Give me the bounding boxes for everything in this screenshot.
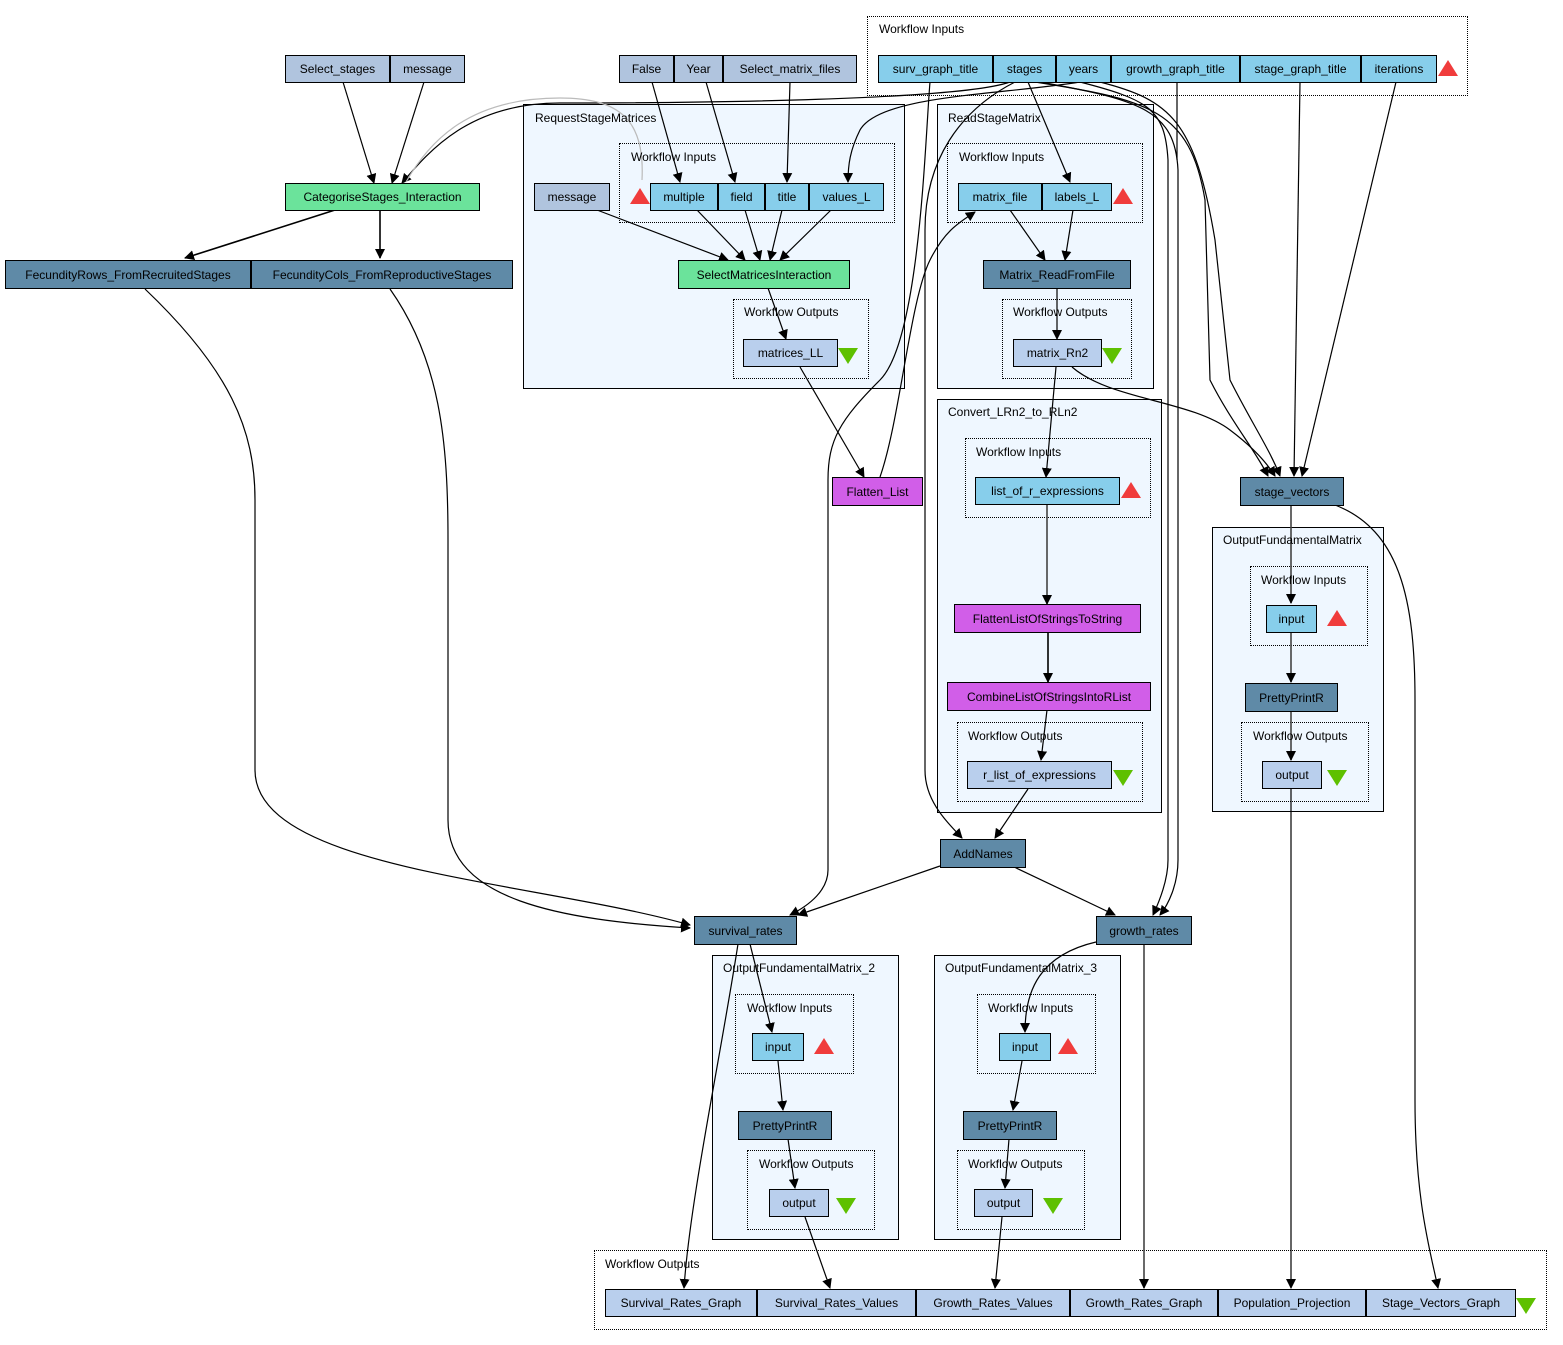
processor-select-matrices[interactable]: SelectMatricesInteraction (678, 260, 850, 289)
bottom-outputs-group (594, 1250, 1547, 1330)
cluster-ofm3-title: OutputFundamentalMatrix_3 (945, 961, 1098, 975)
input-growth-graph-title[interactable]: growth_graph_title (1111, 55, 1240, 83)
ofm3-processor-pretty-print[interactable]: PrettyPrintR (963, 1111, 1057, 1140)
rsmx-inputs-label: Workflow Inputs (959, 150, 1045, 164)
ofm2-output[interactable]: output (769, 1189, 829, 1217)
output-marker-icon (1327, 770, 1347, 786)
ofm2-inputs-label: Workflow Inputs (747, 1001, 833, 1015)
input-surv-graph-title[interactable]: surv_graph_title (878, 55, 993, 83)
cluster-ofm2-title: OutputFundamentalMatrix_2 (723, 961, 876, 975)
processor-fecundity-rows[interactable]: FecundityRows_FromRecruitedStages (5, 260, 251, 289)
output-marker-icon (836, 1198, 856, 1214)
input-iterations[interactable]: iterations (1361, 55, 1437, 83)
input-marker-icon (814, 1038, 834, 1054)
ofm2-outputs-label: Workflow Outputs (759, 1157, 854, 1171)
input-marker-icon (1121, 482, 1141, 498)
edge-select-stages-to-categorise (342, 81, 377, 184)
output-stage-vectors-graph[interactable]: Stage_Vectors_Graph (1366, 1289, 1516, 1317)
rsmx-outputs-label: Workflow Outputs (1013, 305, 1108, 319)
top-inputs-label: Workflow Inputs (879, 22, 965, 36)
input-stages[interactable]: stages (993, 55, 1056, 83)
processor-categorise-stages[interactable]: CategoriseStages_Interaction (285, 183, 480, 211)
output-marker-icon (1113, 770, 1133, 786)
processor-survival-rates[interactable]: survival_rates (694, 916, 797, 945)
input-marker-icon (1327, 610, 1347, 626)
cluster-ofm-title: OutputFundamentalMatrix (1223, 533, 1362, 547)
ofm-outputs-label: Workflow Outputs (1253, 729, 1348, 743)
ofm-output[interactable]: output (1262, 761, 1322, 789)
rsmx-input-matrix-file[interactable]: matrix_file (958, 183, 1042, 211)
rsm-outputs-label: Workflow Outputs (744, 305, 839, 319)
edge-addnames-to-survival (797, 865, 941, 917)
output-population-projection[interactable]: Population_Projection (1218, 1289, 1366, 1317)
ofm2-processor-pretty-print[interactable]: PrettyPrintR (738, 1111, 832, 1140)
input-marker-icon (1058, 1038, 1078, 1054)
edge-iterations-to-stagevectors (1299, 81, 1397, 477)
processor-matrix-read-from-file[interactable]: Matrix_ReadFromFile (983, 260, 1131, 289)
ofm3-output[interactable]: output (974, 1189, 1033, 1217)
rsm-input-title[interactable]: title (765, 183, 809, 211)
ofm2-input[interactable]: input (752, 1033, 804, 1061)
rsm-message[interactable]: message (534, 183, 610, 211)
rsm-input-field[interactable]: field (718, 183, 765, 211)
convert-input-list-of-r-expressions[interactable]: list_of_r_expressions (975, 477, 1120, 505)
ofm-inputs-label: Workflow Inputs (1261, 573, 1347, 587)
convert-output-r-list-of-expressions[interactable]: r_list_of_expressions (967, 761, 1112, 789)
output-marker-icon (838, 348, 858, 364)
cluster-read-stage-matrix-title: ReadStageMatrix (948, 111, 1041, 125)
processor-add-names[interactable]: AddNames (940, 839, 1026, 868)
input-marker-icon (1438, 60, 1458, 76)
edge-addnames-to-growth (1011, 865, 1116, 916)
output-survival-rates-values[interactable]: Survival_Rates_Values (757, 1289, 916, 1317)
const-year[interactable]: Year (674, 55, 723, 83)
const-message[interactable]: message (390, 55, 465, 83)
rsm-inputs-label: Workflow Inputs (631, 150, 717, 164)
output-survival-rates-graph[interactable]: Survival_Rates_Graph (605, 1289, 757, 1317)
bottom-outputs-label: Workflow Outputs (605, 1257, 700, 1271)
edge-message-to-categorise (389, 81, 425, 184)
input-years[interactable]: years (1056, 55, 1111, 83)
processor-combine-list-of-strings[interactable]: CombineListOfStringsIntoRList (947, 682, 1151, 711)
processor-fecundity-cols[interactable]: FecundityCols_FromReproductiveStages (251, 260, 513, 289)
convert-inputs-label: Workflow Inputs (976, 445, 1062, 459)
ofm3-outputs-group (957, 1150, 1085, 1230)
output-marker-icon (1102, 348, 1122, 364)
processor-growth-rates[interactable]: growth_rates (1096, 916, 1192, 945)
rsm-input-multiple[interactable]: multiple (650, 183, 718, 211)
input-marker-icon (630, 188, 650, 204)
ofm3-outputs-label: Workflow Outputs (968, 1157, 1063, 1171)
rsm-input-values-l[interactable]: values_L (809, 183, 884, 211)
ofm3-input[interactable]: input (999, 1033, 1051, 1061)
output-marker-icon (1516, 1298, 1536, 1314)
output-growth-rates-graph[interactable]: Growth_Rates_Graph (1070, 1289, 1218, 1317)
output-marker-icon (1043, 1198, 1063, 1214)
rsmx-input-labels-l[interactable]: labels_L (1042, 183, 1112, 211)
ofm-input[interactable]: input (1266, 605, 1317, 633)
ofm3-inputs-label: Workflow Inputs (988, 1001, 1074, 1015)
edge-categorise-to-fecrows (184, 209, 336, 261)
processor-flatten-list[interactable]: Flatten_List (832, 477, 923, 506)
convert-outputs-label: Workflow Outputs (968, 729, 1063, 743)
processor-stage-vectors[interactable]: stage_vectors (1240, 477, 1344, 506)
output-growth-rates-values[interactable]: Growth_Rates_Values (916, 1289, 1070, 1317)
cluster-request-stage-matrices-title: RequestStageMatrices (535, 111, 657, 125)
const-select-stages[interactable]: Select_stages (285, 55, 390, 83)
processor-flatten-list-of-strings[interactable]: FlattenListOfStringsToString (954, 604, 1141, 633)
rsm-output-matrices-ll[interactable]: matrices_LL (743, 339, 838, 367)
edge-stagegraphtitle-to-stagevectors (1289, 81, 1301, 477)
ofm-processor-pretty-print[interactable]: PrettyPrintR (1245, 683, 1338, 712)
input-marker-icon (1113, 188, 1133, 204)
rsmx-output-matrix-rn2[interactable]: matrix_Rn2 (1013, 339, 1102, 367)
cluster-convert-title: Convert_LRn2_to_RLn2 (948, 405, 1078, 419)
input-stage-graph-title[interactable]: stage_graph_title (1240, 55, 1361, 83)
const-select-matrix-files[interactable]: Select_matrix_files (723, 55, 857, 83)
const-false[interactable]: False (619, 55, 674, 83)
